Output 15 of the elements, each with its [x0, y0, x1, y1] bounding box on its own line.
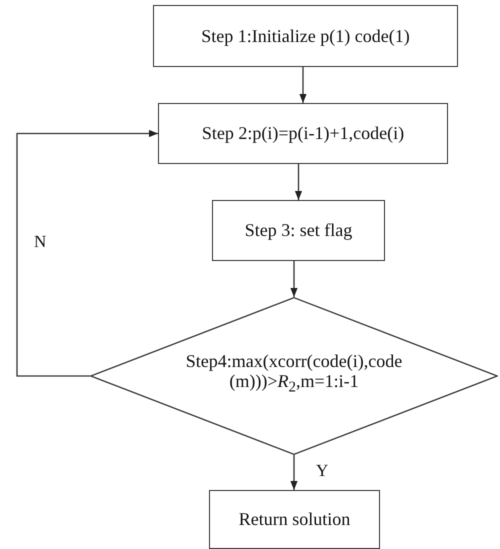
decision-diamond [90, 297, 498, 455]
terminal-box [209, 490, 380, 549]
arrow [290, 455, 298, 490]
condition-text: Step4:max(xcorr(code(i),code (m)))>R$_{2}$,m=1:i-1 [184, 350, 404, 398]
arrow [16, 130, 158, 377]
step-text: Step 2:p(i)=p(i-1)+1,code(i) [202, 123, 404, 144]
process-box [153, 5, 458, 67]
step-text: Step 1:Initialize p(1) code(1) [201, 26, 410, 46]
step-text: Return solution [238, 509, 350, 530]
step-text: Step 3: set flag [244, 220, 352, 241]
process-box [158, 103, 448, 164]
process-box [212, 200, 385, 261]
arrow [299, 67, 307, 103]
arrow [294, 164, 302, 200]
arrow [290, 261, 298, 297]
